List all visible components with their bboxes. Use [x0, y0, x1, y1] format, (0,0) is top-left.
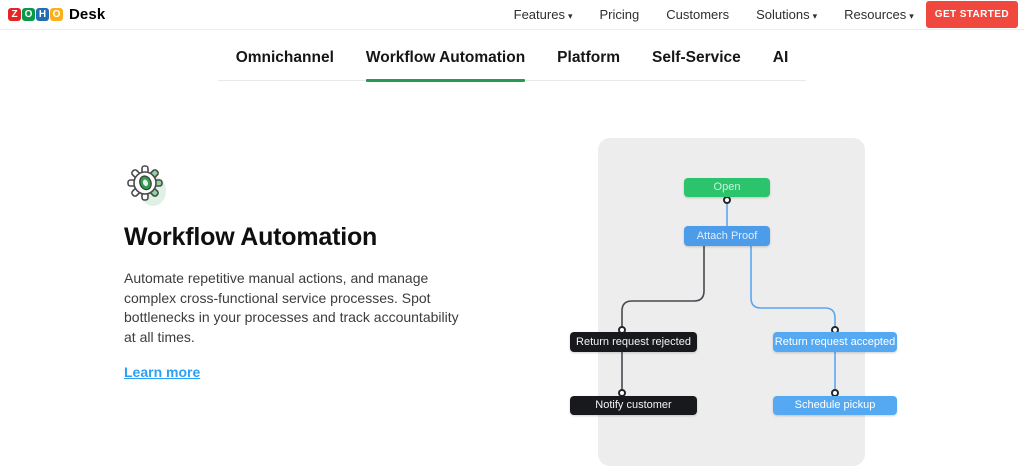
tab-omnichannel[interactable]: Omnichannel [235, 49, 334, 66]
logo-letter-z: Z [8, 8, 21, 21]
product-name: Desk [69, 6, 106, 23]
feature-intro: Workflow Automation Automate repetitive … [124, 160, 462, 382]
tab-platform[interactable]: Platform [557, 49, 621, 66]
logo-letter-h: H [36, 8, 49, 21]
tab-ai[interactable]: AI [772, 49, 789, 66]
active-tab-underline [365, 79, 526, 82]
zoho-logo-icon: Z O H O [8, 8, 63, 21]
get-started-button[interactable]: GET STARTED [925, 1, 1018, 28]
zoho-desk-logo[interactable]: Z O H O Desk [8, 6, 105, 23]
flow-node-open: Open [684, 178, 770, 197]
flow-node-return-rejected: Return request rejected [570, 332, 697, 352]
tab-workflow-automation[interactable]: Workflow Automation [365, 43, 526, 82]
learn-more-link[interactable]: Learn more [124, 364, 201, 380]
feature-description: Automate repetitive manual actions, and … [124, 270, 459, 345]
chevron-down-icon: ▾ [909, 11, 914, 21]
nav-item-customers[interactable]: Customers [666, 7, 730, 22]
logo-letter-o2: O [50, 8, 63, 21]
main-nav: Features▾ Pricing Customers Solutions▾ R… [514, 7, 914, 22]
flow-node-notify-customer: Notify customer [570, 396, 697, 415]
flow-node-attach-proof: Attach Proof [684, 226, 770, 246]
chevron-down-icon: ▾ [567, 11, 573, 21]
top-header: Z O H O Desk Features▾ Pricing Customers… [0, 0, 1024, 30]
nav-item-pricing[interactable]: Pricing [599, 7, 640, 22]
tab-self-service[interactable]: Self-Service [652, 49, 741, 66]
flow-node-return-accepted: Return request accepted [773, 332, 897, 352]
gear-icon [127, 165, 166, 206]
flow-node-schedule-pickup: Schedule pickup [773, 396, 897, 415]
feature-tab-bar: Omnichannel Workflow Automation Platform… [0, 43, 1024, 82]
logo-letter-o1: O [22, 8, 35, 21]
nav-item-features[interactable]: Features▾ [513, 7, 573, 22]
nav-item-solutions[interactable]: Solutions▾ [756, 7, 818, 22]
page-title: Workflow Automation [124, 223, 378, 251]
chevron-down-icon: ▾ [812, 11, 818, 21]
nav-item-resources[interactable]: Resources▾ [844, 7, 914, 22]
